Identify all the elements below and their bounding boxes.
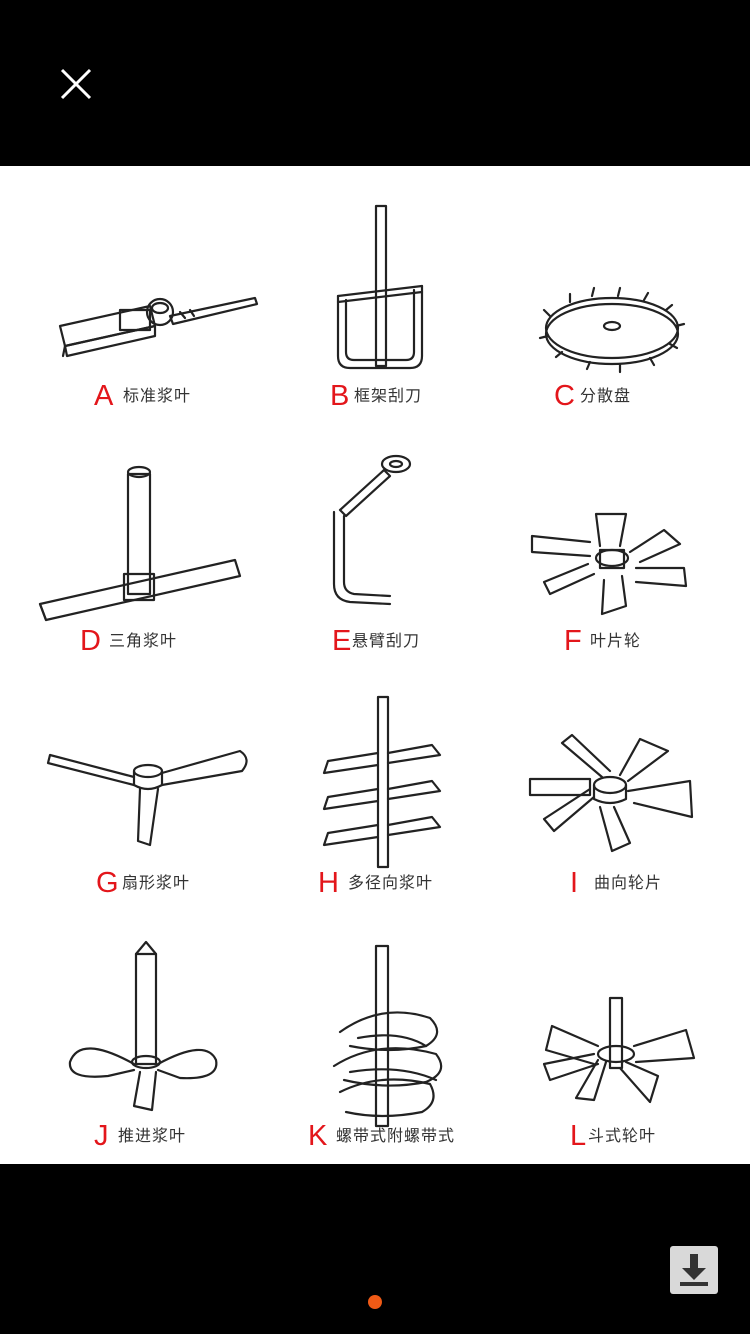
- caption-letter: L: [570, 1120, 587, 1152]
- page-indicator-dot[interactable]: [368, 1295, 382, 1309]
- impeller-cell-d: D 三角浆叶: [10, 434, 260, 684]
- bucket-wheel-blade-icon: [542, 996, 696, 1104]
- caption-letter: D: [80, 625, 101, 657]
- helical-ribbon-icon: [332, 944, 443, 1128]
- impeller-cell-i: I 曲向轮片: [490, 681, 740, 931]
- image-content: A 标准浆叶 B 框架刮刀 C 分散盘: [0, 166, 750, 1164]
- caption-letter: A: [94, 380, 114, 412]
- caption-label: 斗式轮叶: [588, 1126, 657, 1145]
- caption-label: 多径向浆叶: [348, 873, 434, 892]
- caption-letter: F: [564, 625, 582, 657]
- caption-letter: B: [330, 380, 350, 412]
- dispersion-disc-icon: [538, 286, 686, 374]
- standard-paddle-icon: [58, 296, 259, 358]
- caption-letter: H: [318, 867, 339, 899]
- vane-wheel-icon: [530, 512, 688, 616]
- caption-letter: G: [96, 867, 119, 899]
- impeller-cell-j: J 推进浆叶: [10, 934, 260, 1184]
- caption-label: 三角浆叶: [109, 631, 178, 650]
- caption-label: 分散盘: [580, 386, 632, 405]
- caption-letter: E: [332, 625, 352, 657]
- caption-letter: K: [308, 1120, 328, 1152]
- impeller-cell-k: K 螺带式附螺带式: [250, 934, 500, 1184]
- cantilever-scraper-icon: [332, 454, 412, 606]
- caption-label: 扇形浆叶: [122, 873, 191, 892]
- impeller-cell-l: L 斗式轮叶: [490, 934, 740, 1184]
- caption-label: 框架刮刀: [354, 386, 423, 405]
- caption-letter: J: [94, 1120, 109, 1152]
- impeller-cell-e: E 悬臂刮刀: [250, 434, 500, 684]
- multi-radial-paddle-icon: [322, 695, 442, 869]
- triangle-paddle-icon: [38, 465, 242, 622]
- close-icon: [60, 68, 92, 100]
- caption-label: 推进浆叶: [118, 1126, 187, 1145]
- impeller-cell-f: F 叶片轮: [490, 434, 740, 684]
- caption-label: 标准浆叶: [123, 386, 192, 405]
- fan-paddle-icon: [46, 749, 248, 847]
- impeller-cell-g: G 扇形浆叶: [10, 681, 260, 931]
- top-bar: [0, 0, 750, 166]
- caption-letter: C: [554, 380, 575, 412]
- curved-wheel-blade-icon: [528, 733, 694, 853]
- caption-label: 叶片轮: [590, 631, 642, 650]
- impeller-cell-b: B 框架刮刀: [250, 186, 500, 436]
- frame-scraper-icon: [336, 204, 424, 370]
- caption-label: 悬臂刮刀: [352, 631, 421, 650]
- close-button[interactable]: [56, 64, 96, 104]
- download-button[interactable]: [670, 1246, 718, 1294]
- download-icon: [670, 1246, 718, 1294]
- impeller-cell-a: A 标准浆叶: [10, 186, 260, 436]
- impeller-cell-c: C 分散盘: [490, 186, 740, 436]
- caption-label: 曲向轮片: [594, 873, 663, 892]
- caption-label: 螺带式附螺带式: [336, 1126, 456, 1145]
- impeller-cell-h: H 多径向浆叶: [250, 681, 500, 931]
- propeller-icon: [68, 940, 218, 1112]
- caption-letter: I: [570, 867, 579, 899]
